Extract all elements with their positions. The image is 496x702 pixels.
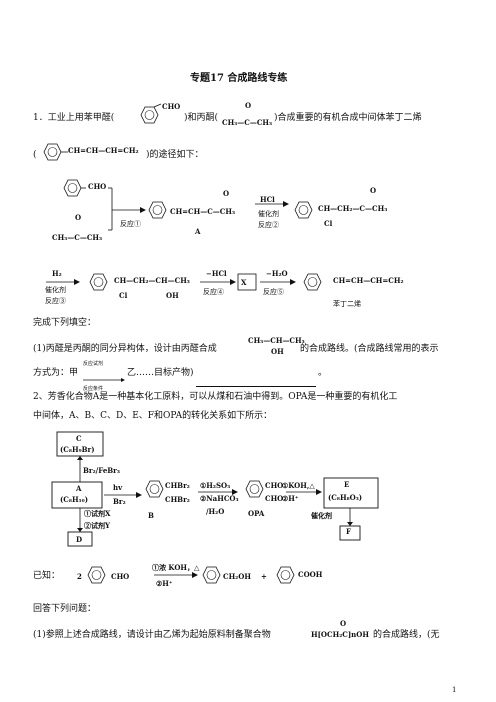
step-h2so3: ①H₂SO₃: [200, 481, 231, 490]
q1-line2-a: (: [33, 150, 37, 160]
compound-c-label: C: [76, 434, 82, 443]
phenylbutadiene-ring: [43, 143, 68, 161]
br2-condition: Br₂: [113, 497, 126, 506]
q1-line1-b: )和丙酮(: [184, 113, 219, 123]
known-label: 已知：: [33, 571, 61, 581]
koh-step: ①KOH,△: [282, 481, 315, 490]
phenylbutadiene-chain: CH=CH—CH=CH₂: [68, 146, 139, 155]
reagent-y: ②试剂Y: [84, 521, 110, 530]
polymer-formula: H[OCH₂C]nOH: [311, 630, 369, 639]
chloroketone-cl: Cl: [324, 219, 333, 228]
compound-b-top: CHBr₂: [165, 481, 190, 490]
minus-hcl: −HCl: [206, 269, 227, 278]
q2-sub1-a: (1)参照上述合成路线，请设计由乙烯为起始原料制备聚合物: [33, 630, 271, 640]
product-name: 苯丁二烯: [333, 300, 361, 308]
polymer-o: O: [340, 619, 347, 628]
page-title: 专题17 合成路线专练: [190, 73, 288, 84]
q1-sub1-a: (1)丙醛是丙酮的同分异构体，设计由丙醛合成: [33, 344, 217, 354]
compound-a-label-q2: A: [76, 484, 82, 493]
acetone-2: CH₃—C—CH₃: [52, 233, 103, 242]
known-cooh: COOH: [298, 570, 323, 579]
q1-sub1-b: 的合成路线。(合成路线常用的表示: [300, 344, 439, 354]
answer-blank[interactable]: [196, 368, 316, 387]
minus-h2o: −H₂O: [266, 269, 288, 278]
reaction-1-label: 反应①: [120, 220, 141, 228]
enone-o: O: [223, 189, 230, 198]
intermediate-x: X: [241, 278, 247, 287]
chlorohydrin-oh: OH: [166, 291, 179, 300]
q1-line2-b: )的途径如下：: [146, 150, 204, 160]
q2-scheme-lines: [51, 431, 379, 547]
target-molecule: CH₃—CH—CH₃: [248, 336, 305, 345]
benzaldehyde-cho-2: CHO: [88, 182, 107, 191]
chloroketone-o: O: [370, 186, 377, 195]
hv-condition: hv: [113, 483, 123, 492]
q1-line1-a: 1．工业上用苯甲醛(: [33, 113, 115, 123]
product-chain: CH=CH—CH=CH₂: [333, 276, 404, 285]
compound-b-bottom: CHBr₂: [165, 495, 190, 504]
q2-line1: 2、芳香化合物A是一种基本化工原料，可以从煤和石油中得到。OPA是一种重要的有机…: [33, 392, 398, 402]
reaction-4-label: 反应④: [203, 288, 224, 296]
benzaldehyde-cho: CHO: [162, 102, 181, 111]
acid-step: ②H⁺: [282, 494, 299, 503]
route-arrow-bottom: 反应条件: [83, 386, 104, 392]
acetone-formula: CH₃—C—CH₃: [222, 118, 273, 127]
known-reagent-bottom: ②H⁺: [156, 579, 173, 588]
chloroketone-chain: CH—CH₂—C—CH₃: [318, 204, 388, 213]
route-arrow-top: 反应试剂: [83, 361, 104, 367]
h2-reagent: H₂: [52, 269, 62, 278]
known-reagent-top: ①浓 KOH，△: [152, 563, 200, 572]
compound-e-label: E: [344, 480, 350, 489]
reagent-x: ①试剂X: [84, 509, 111, 518]
compound-c-formula: (C₈H₉Br): [60, 445, 95, 454]
q2-answer-prompt: 回答下列问题：: [33, 604, 97, 614]
target-oh: OH: [271, 347, 284, 356]
compound-a-label: A: [195, 227, 201, 236]
q1-sub1-c: 方式为：甲: [33, 368, 79, 378]
chlorohydrin-chain: CH—CH₂—CH—CH₃: [114, 276, 190, 285]
benzaldehyde-structure: [140, 103, 162, 124]
known-coefficient: 2: [77, 572, 82, 581]
opa-bottom: CHO: [265, 494, 284, 503]
compound-a-formula: (C₈H₁₀): [60, 495, 89, 504]
scheme-row2: [46, 273, 322, 291]
enone-chain: CH=CH—C—CH₃: [170, 207, 236, 216]
page-number: 1: [452, 686, 457, 694]
q1-sub1-d: 乙……目标产物): [127, 368, 194, 378]
step-h2o: /H₂O: [206, 507, 225, 516]
acetone-o-2: O: [75, 213, 82, 222]
step-nahco3: ②NaHCO₃: [200, 494, 239, 503]
q1-sub1-e: 。: [318, 368, 328, 378]
route-arrow-line: [83, 378, 125, 382]
acetone-o: O: [245, 101, 252, 110]
known-reaction: [87, 566, 295, 584]
route-arrow: 反应试剂 反应条件: [83, 361, 125, 392]
chlorohydrin-cl: Cl: [119, 291, 128, 300]
known-ch2oh: CH₂OH: [223, 572, 251, 581]
hcl-reagent: HCl: [260, 195, 275, 204]
known-cho: CHO: [111, 572, 130, 581]
q1-fill-instruction: 完成下列填空：: [33, 318, 97, 328]
bromination-reagent: Br₂/FeBr₃: [83, 466, 120, 475]
reaction-2-label: 反应②: [258, 221, 279, 229]
catalyst-label-2: 催化剂: [45, 286, 66, 294]
q1-line1-c: )合成重要的有机合成中间体苯丁二烯: [274, 113, 422, 123]
q2-sub1-b: 的合成路线，(无: [373, 630, 440, 640]
opa-label: OPA: [248, 509, 265, 518]
compound-e-formula: (C₈H₈O₃): [328, 493, 363, 502]
known-plus: +: [261, 572, 267, 581]
compound-f-label: F: [346, 527, 351, 536]
catalyst-q2: 催化剂: [311, 511, 332, 520]
scheme-row1: [63, 179, 313, 231]
q2-line2: 中间体，A、B、C、D、E、F和OPA的转化关系如下所示：: [33, 411, 273, 421]
compound-b-label: B: [148, 511, 154, 520]
reaction-3-label: 反应③: [45, 297, 66, 305]
opa-top: CHO: [265, 481, 284, 490]
compound-d-label: D: [76, 535, 83, 544]
catalyst-label: 催化剂: [258, 210, 279, 218]
reaction-5-label: 反应⑤: [263, 288, 284, 296]
